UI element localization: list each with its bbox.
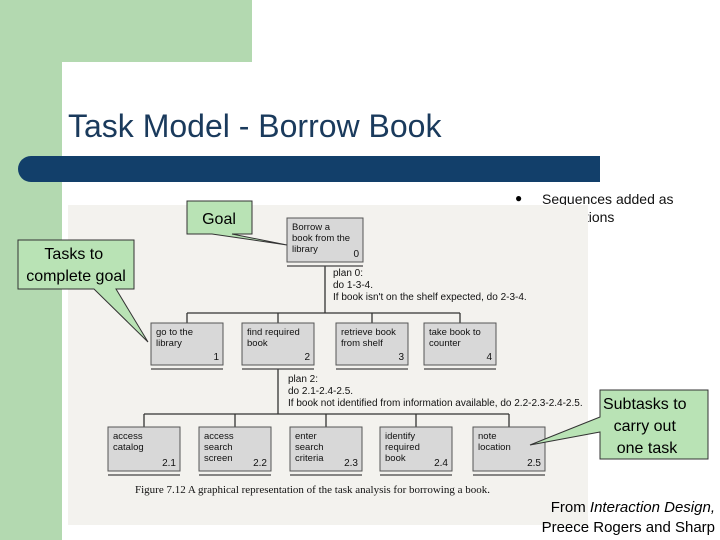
subtasks-callout-text: Subtasks to carry out one task bbox=[603, 396, 691, 457]
slide-title: Task Model - Borrow Book bbox=[68, 108, 442, 144]
task-box-3-number: 3 bbox=[398, 352, 404, 363]
tasks-callout-text: Tasks to complete goal bbox=[26, 246, 126, 285]
tasks-callout-line: Tasks to bbox=[44, 246, 103, 263]
plan-0-line: If book isn't on the shelf expected, do … bbox=[333, 292, 527, 303]
plan-2: plan 2: do 2.1-2.4-2.5. If book not iden… bbox=[288, 374, 583, 409]
goal-callout-text: Goal bbox=[202, 211, 236, 228]
subtask-box-2-2-number: 2.2 bbox=[253, 458, 267, 469]
subtask-box-2-1-number: 2.1 bbox=[162, 458, 176, 469]
task-box-2-label: find required bbox=[247, 327, 300, 338]
plan-0: plan 0: do 1-3-4. If book isn't on the s… bbox=[333, 268, 527, 303]
subtask-box-2-2-label: search bbox=[204, 442, 233, 453]
task-box-4-label: counter bbox=[429, 338, 461, 349]
subtask-box-2-4-label: required bbox=[385, 442, 420, 453]
credit-book: Interaction Design, bbox=[589, 499, 715, 516]
subtasks-callout-line: one task bbox=[617, 440, 678, 457]
plan-0-line: plan 0: bbox=[333, 268, 363, 279]
title-bar bbox=[18, 156, 600, 182]
task-box-4-label: take book to bbox=[429, 327, 481, 338]
task-box-2-label: book bbox=[247, 338, 268, 349]
root-task-label: book from the bbox=[292, 233, 350, 244]
plan-2-line: If book not identified from information … bbox=[288, 398, 583, 409]
figure-caption: Figure 7.12 A graphical representation o… bbox=[135, 484, 490, 496]
subtask-box-2-5-number: 2.5 bbox=[527, 458, 541, 469]
task-box-2-box bbox=[241, 322, 315, 366]
subtask-box-2-3-number: 2.3 bbox=[344, 458, 358, 469]
subtask-box-2-5-box bbox=[472, 426, 546, 472]
plan-2-line: do 2.1-2.4-2.5. bbox=[288, 386, 353, 397]
task-box-1-number: 1 bbox=[213, 352, 219, 363]
subtask-box-2-1-label: catalog bbox=[113, 442, 144, 453]
plan-2-line: plan 2: bbox=[288, 374, 318, 385]
root-task-number: 0 bbox=[353, 249, 359, 260]
root-task-box bbox=[286, 217, 364, 263]
subtasks-callout: Subtasks to carry out one task bbox=[529, 389, 709, 460]
subtasks-callout-line: carry out bbox=[614, 418, 677, 435]
subtask-box-2-4-number: 2.4 bbox=[434, 458, 448, 469]
task-box-1-label: go to the bbox=[156, 327, 193, 338]
tasks-callout: Tasks to complete goal bbox=[17, 239, 149, 343]
subtask-box-2-5-label: note bbox=[478, 431, 497, 442]
subtask-box-2-2-label: access bbox=[204, 431, 234, 442]
subtask-box-2-3-label: search bbox=[295, 442, 324, 453]
task-box-1-label: library bbox=[156, 338, 182, 349]
root-task-label: Borrow a bbox=[292, 222, 331, 233]
root-task-label: library bbox=[292, 244, 318, 255]
subtask-box-2-3-box bbox=[289, 426, 363, 472]
subtask-box-2-1-label: access bbox=[113, 431, 143, 442]
bullet-icon: ● bbox=[515, 191, 523, 205]
goal-callout: Goal bbox=[186, 200, 288, 246]
subtask-box-2-4-label: book bbox=[385, 453, 406, 464]
task-box-2-number: 2 bbox=[304, 352, 310, 363]
subtask-box-2-3-label: criteria bbox=[295, 453, 324, 464]
task-box-3-box bbox=[335, 322, 409, 366]
subtask-box-2-3-label: enter bbox=[295, 431, 317, 442]
credit-authors: Preece Rogers and Sharp bbox=[541, 519, 715, 536]
task-box-4-number: 4 bbox=[486, 352, 492, 363]
subtask-box-2-2-label: screen bbox=[204, 453, 233, 464]
credit-prefix: From bbox=[550, 499, 590, 516]
subtask-box-2-5-label: location bbox=[478, 442, 511, 453]
task-box-4-box bbox=[423, 322, 497, 366]
subtasks-callout-line: Subtasks to bbox=[603, 396, 687, 413]
plan-0-line: do 1-3-4. bbox=[333, 280, 373, 291]
task-box-1-box bbox=[150, 322, 224, 366]
subtask-box-2-2-box bbox=[198, 426, 272, 472]
tasks-callout-line: complete goal bbox=[26, 268, 126, 285]
subtask-box-2-1-box bbox=[107, 426, 181, 472]
subtask-box-2-4-label: identify bbox=[385, 431, 415, 442]
task-box-3-label: retrieve book bbox=[341, 327, 396, 338]
credit: From Interaction Design, Preece Rogers a… bbox=[500, 498, 715, 538]
task-box-3-label: from shelf bbox=[341, 338, 383, 349]
subtask-box-2-4-box bbox=[379, 426, 453, 472]
